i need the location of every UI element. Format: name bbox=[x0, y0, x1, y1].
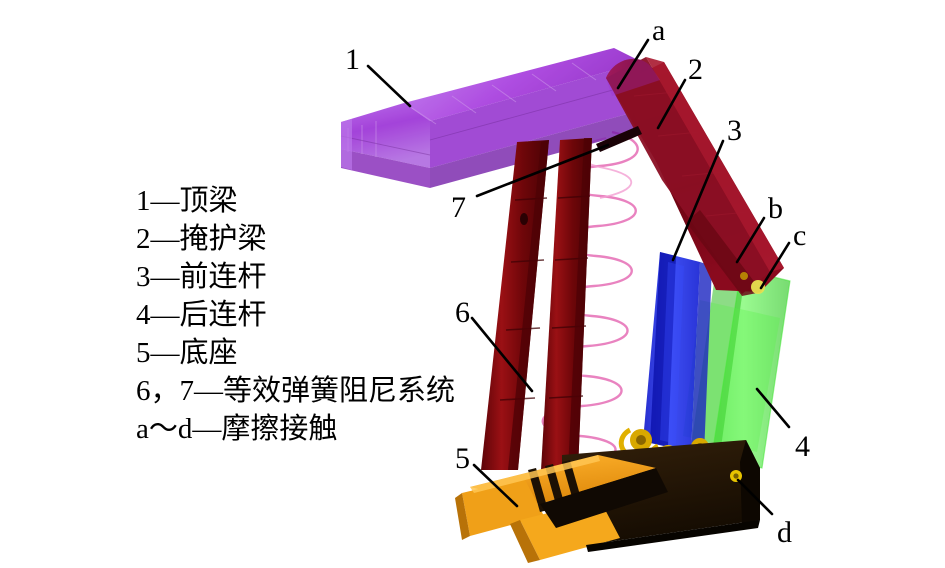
legend-line-2: 2—掩护梁 bbox=[136, 223, 267, 255]
canopy-beam bbox=[340, 48, 643, 188]
legend-line-4: 4—后连杆 bbox=[136, 299, 267, 331]
legend-line-5: 5—底座 bbox=[136, 337, 238, 369]
leader-4 bbox=[755, 387, 791, 429]
legend-line-3: 3—前连杆 bbox=[136, 261, 267, 293]
leader-3 bbox=[671, 139, 725, 262]
callout-label-b: b bbox=[768, 192, 783, 225]
leader-1 bbox=[366, 64, 412, 108]
leader-c bbox=[759, 241, 791, 290]
leader-6 bbox=[470, 316, 534, 393]
callout-label-4: 4 bbox=[795, 430, 810, 463]
base bbox=[455, 440, 760, 563]
legend: 1—顶梁 2—掩护梁 3—前连杆 4—后连杆 5—底座 6，7—等效弹簧阻尼系统… bbox=[136, 182, 466, 448]
callout-label-c: c bbox=[793, 219, 807, 252]
leader-a bbox=[616, 38, 650, 90]
callout-label-7: 7 bbox=[451, 191, 466, 224]
leader-7 bbox=[475, 143, 610, 198]
callout-label-5: 5 bbox=[455, 442, 470, 475]
front-link bbox=[643, 252, 712, 454]
legend-line-6: 6，7—等效弹簧阻尼系统 bbox=[136, 375, 456, 407]
callout-label-3: 3 bbox=[727, 114, 742, 147]
leader-2 bbox=[656, 78, 687, 130]
shield-beam bbox=[606, 57, 784, 296]
legend-line-1: 1—顶梁 bbox=[136, 185, 238, 217]
callout-label-1: 1 bbox=[345, 43, 360, 76]
callout-label-a: a bbox=[652, 14, 666, 47]
leader-5 bbox=[472, 463, 519, 508]
leader-lines bbox=[366, 38, 791, 516]
hydraulic-legs bbox=[481, 138, 592, 470]
leader-b bbox=[735, 216, 766, 264]
legend-line-7: a～d—摩擦接触 bbox=[136, 413, 338, 445]
callout-label-2: 2 bbox=[688, 53, 703, 86]
callout-label-6: 6 bbox=[455, 296, 470, 329]
leader-d bbox=[736, 478, 774, 516]
callout-label-d: d bbox=[777, 516, 792, 549]
